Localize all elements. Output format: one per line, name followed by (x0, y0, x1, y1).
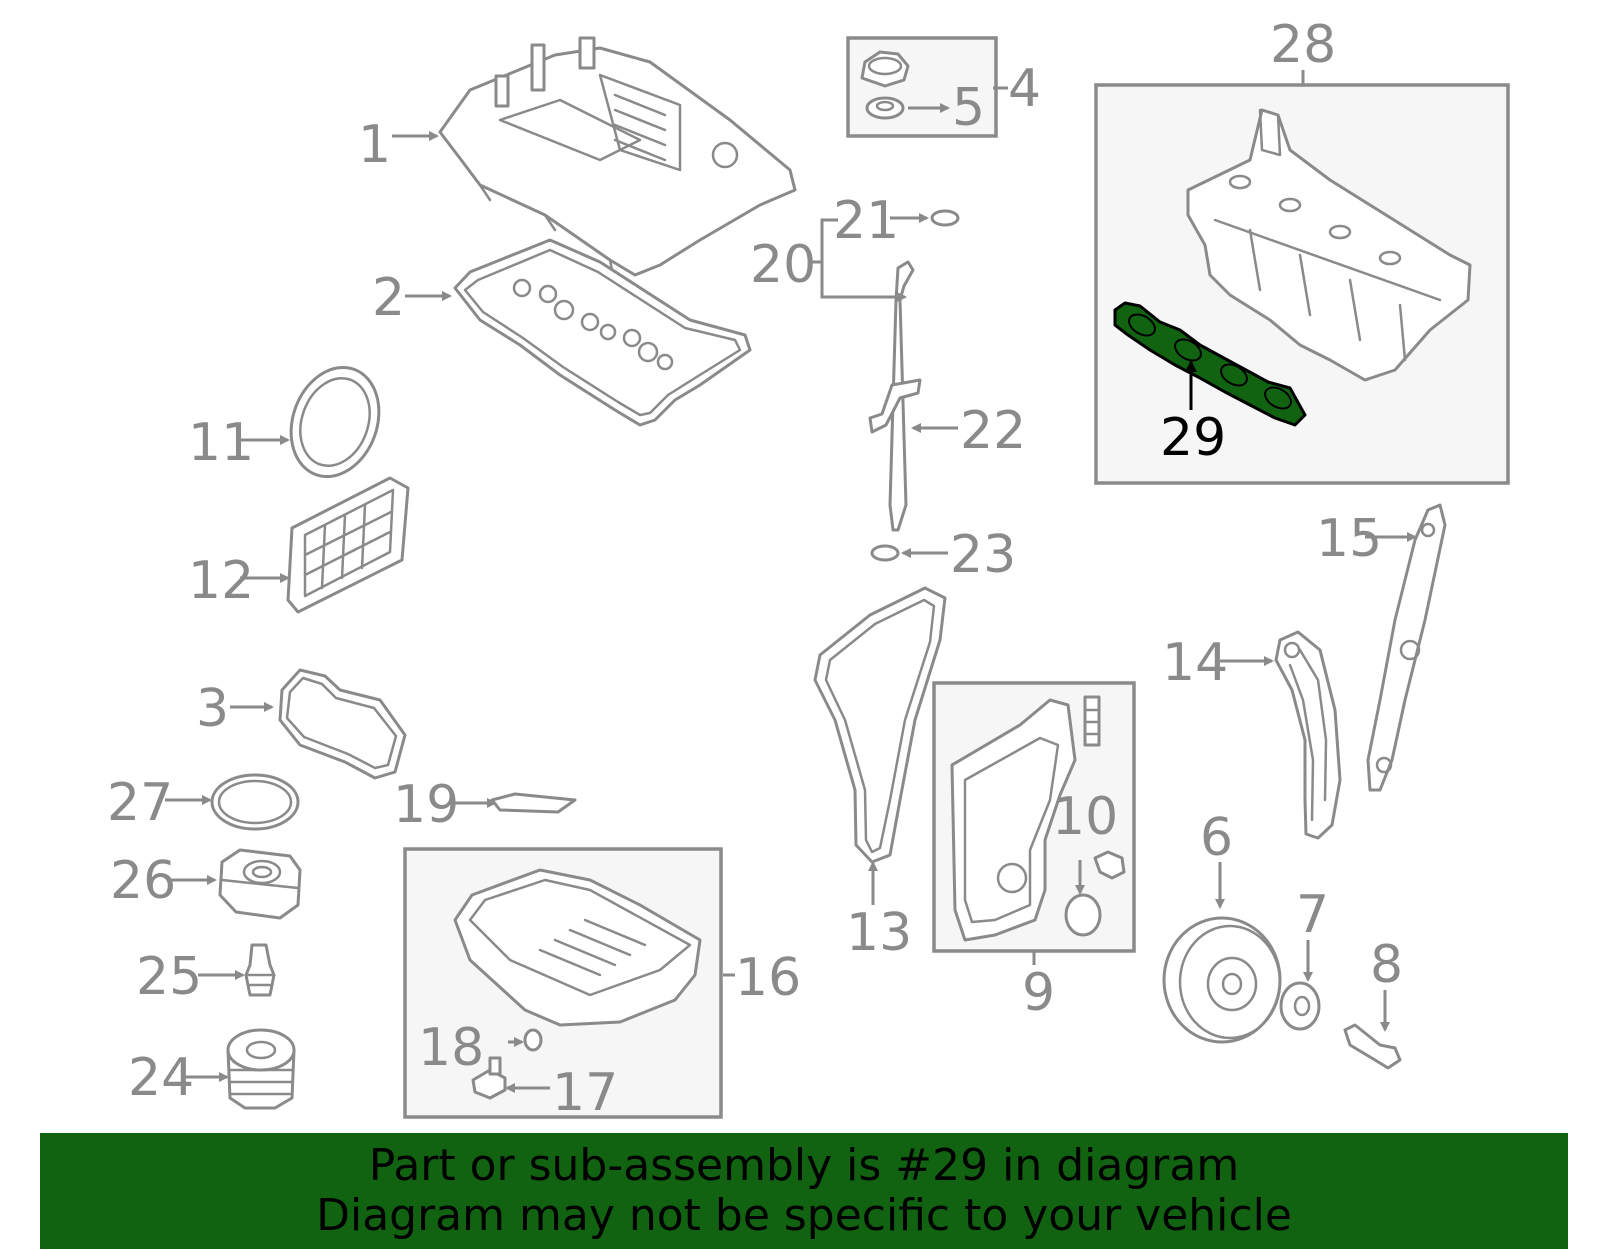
washer-7-part (1279, 981, 1321, 1031)
o-ring-23-part (870, 544, 900, 562)
oil-filler-cap-part (860, 50, 910, 120)
oil-pan-part (453, 868, 702, 1027)
seal-10-part (1064, 893, 1102, 937)
baffle-plate-part (286, 476, 410, 614)
group-box-4 (846, 36, 998, 138)
callout-14: 14 (1162, 633, 1228, 693)
bracket-19-part (490, 792, 577, 814)
callout-23: 23 (950, 525, 1016, 585)
o-ring-21-part (930, 209, 960, 227)
intake-manifold-part (1186, 108, 1472, 382)
callout-9: 9 (1022, 963, 1055, 1023)
callout-13: 13 (846, 903, 912, 963)
washer-18-part (523, 1028, 543, 1052)
callout-26: 26 (110, 851, 176, 911)
callout-6: 6 (1200, 808, 1233, 868)
dipstick-part (868, 260, 922, 532)
callout-5: 5 (952, 78, 985, 138)
callout-27: 27 (107, 773, 173, 833)
callout-4: 4 (1008, 59, 1041, 119)
callout-7: 7 (1296, 885, 1329, 945)
callout-8: 8 (1370, 935, 1403, 995)
callout-11: 11 (188, 413, 254, 473)
drain-plug-17-part (471, 1056, 507, 1100)
callout-28: 28 (1270, 15, 1336, 75)
callout-3: 3 (196, 679, 229, 739)
timing-chain-part (813, 586, 947, 864)
crank-pulley-part (1162, 916, 1282, 1044)
valve-cover-part (438, 36, 797, 277)
gasket-3-part (278, 668, 407, 780)
banner-line-part-number: Part or sub-assembly is #29 in diagram (368, 1140, 1240, 1191)
timing-cover-part (950, 695, 1101, 942)
oil-cooler-part (218, 848, 302, 920)
callout-21: 21 (833, 191, 899, 251)
parts-diagram: 1 2 3 4 5 6 7 8 9 10 11 12 13 14 15 16 1… (107, 15, 1510, 1123)
callout-20: 20 (750, 235, 816, 295)
callout-12: 12 (188, 551, 254, 611)
callout-10: 10 (1052, 787, 1118, 847)
callout-18: 18 (418, 1018, 484, 1078)
callout-2: 2 (372, 268, 405, 328)
callout-19: 19 (393, 775, 459, 835)
intake-manifold-gasket-part-highlighted[interactable] (1113, 301, 1307, 427)
callout-1: 1 (358, 115, 391, 175)
bolt-10-part (1093, 850, 1126, 880)
notice-banner: Part or sub-assembly is #29 in diagram D… (40, 1133, 1568, 1249)
callout-29-highlighted: 29 (1160, 408, 1226, 468)
valve-cover-gasket-part (453, 238, 752, 427)
callout-16: 16 (735, 948, 801, 1008)
tensioner-arm-part (1274, 630, 1342, 840)
callout-25: 25 (136, 947, 202, 1007)
oil-filter-part (226, 1028, 296, 1110)
oil-pressure-sensor-part (244, 943, 276, 997)
crank-seal-part (289, 365, 381, 479)
banner-line-disclaimer: Diagram may not be specific to your vehi… (316, 1190, 1292, 1241)
callout-15: 15 (1316, 509, 1382, 569)
callout-24: 24 (128, 1048, 194, 1108)
callout-22: 22 (960, 401, 1026, 461)
bolt-8-part (1343, 1023, 1402, 1070)
o-ring-27-part (210, 773, 300, 831)
callout-17: 17 (552, 1063, 618, 1123)
chain-guide-part (1366, 503, 1447, 792)
